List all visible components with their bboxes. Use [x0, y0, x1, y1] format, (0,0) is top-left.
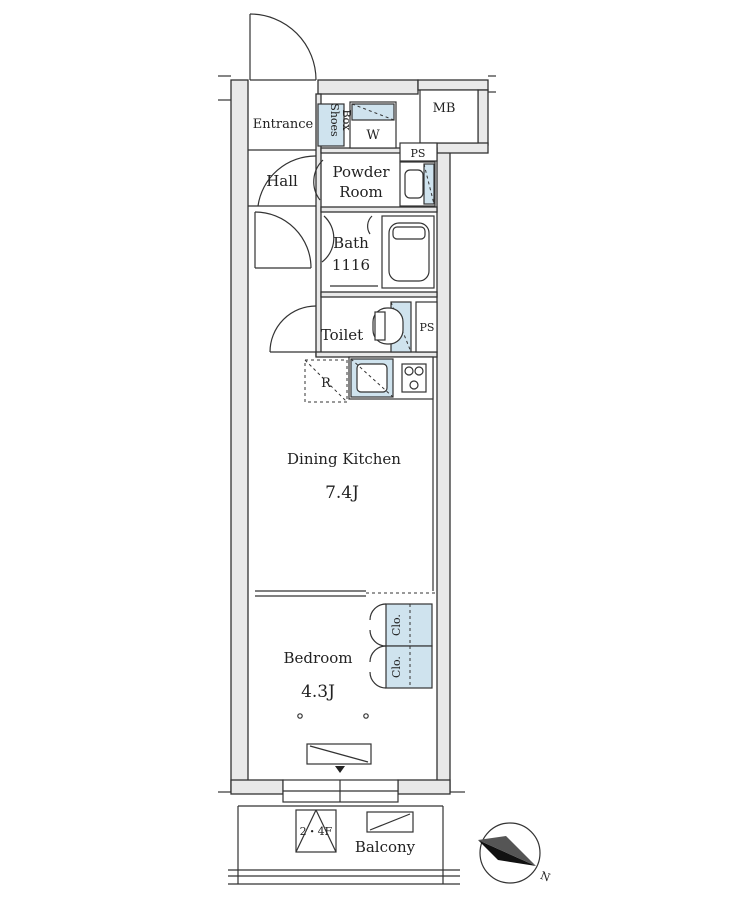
outlet-icon [363, 713, 369, 719]
bathtub [381, 215, 435, 289]
hall-label: Hall [266, 172, 298, 190]
toilet-label: Toilet [321, 326, 363, 344]
dining-kitchen-label: Dining Kitchen [287, 450, 401, 468]
ps-mid-box [415, 301, 438, 353]
balcony [218, 791, 465, 885]
shoes-box [317, 103, 345, 147]
powder-door[interactable] [313, 159, 324, 201]
ps-top-label: PS [411, 147, 426, 160]
balcony-window[interactable] [282, 779, 399, 803]
closets [369, 603, 433, 689]
washer-label: W [366, 128, 380, 143]
bedroom-label: Bedroom [284, 649, 353, 667]
air-conditioner-icon [306, 743, 372, 773]
kitchen-counter [348, 356, 434, 400]
closet-label: Clo. [390, 614, 403, 636]
bath-label: Bath [333, 234, 369, 252]
fridge-space [304, 359, 348, 403]
ps-top-box [399, 142, 438, 162]
hall-door[interactable] [257, 155, 317, 207]
bath-door[interactable] [321, 215, 378, 287]
powder-room-label: Powder [332, 163, 390, 181]
powder-room-label-2: Room [339, 183, 383, 201]
entrance-door[interactable] [249, 13, 317, 81]
evacuation-hatch [295, 809, 337, 853]
entrance-label: Entrance [253, 117, 314, 132]
balcony-label: Balcony [355, 838, 416, 856]
north-arrow-icon [478, 822, 541, 884]
shoes-box-label-2: Box [340, 110, 353, 132]
shoes-box-label: Shoes [328, 103, 341, 137]
refrigerator-label: R [321, 376, 332, 391]
mb-box [419, 89, 479, 144]
vanity [399, 161, 436, 207]
north-label: N [538, 869, 552, 885]
closet-label-2: Clo. [390, 656, 403, 678]
ps-mid-label: PS [420, 321, 435, 334]
outlet-icon [297, 713, 303, 719]
dk-door-top[interactable] [254, 211, 312, 269]
mb-label: MB [433, 101, 456, 116]
dining-kitchen-size: 7.4J [325, 483, 359, 503]
toilet-fixture [372, 301, 412, 353]
hatch-label: 2・4F [300, 825, 333, 838]
bedroom-size: 4.3J [301, 682, 335, 702]
outer-walls [230, 79, 489, 795]
bath-size-label: 1116 [332, 256, 370, 274]
toilet-door[interactable] [269, 305, 317, 353]
